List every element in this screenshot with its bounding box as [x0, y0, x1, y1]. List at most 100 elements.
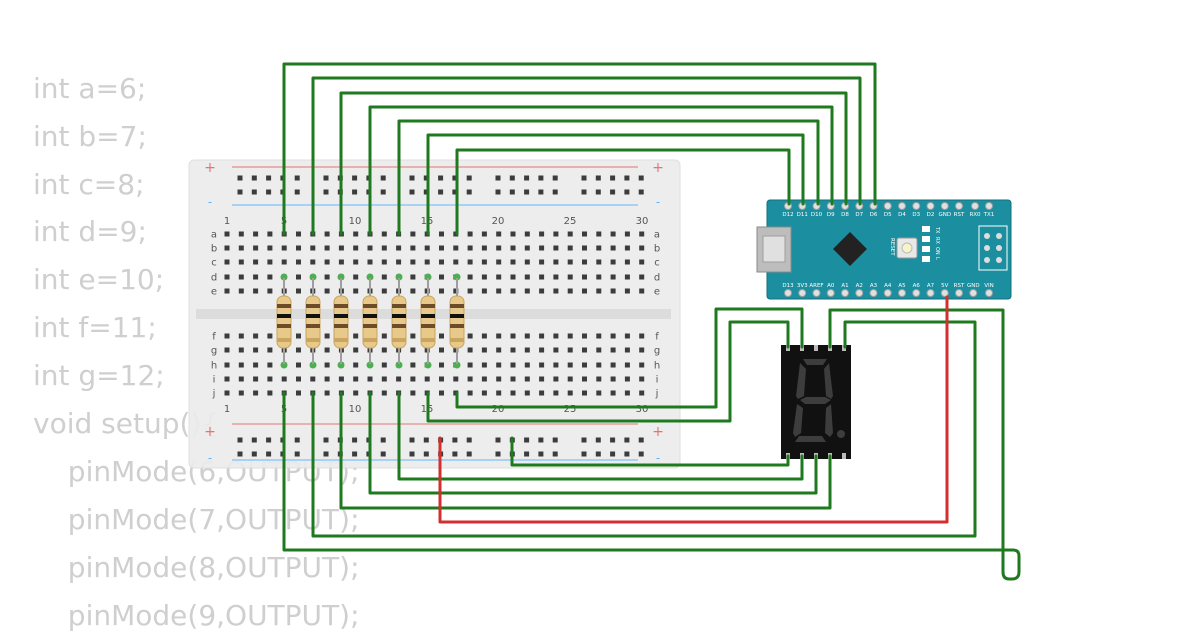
row-letter: g: [654, 346, 660, 357]
pin-label: 5V: [941, 283, 948, 289]
pin-header: [798, 289, 807, 297]
reset-button-cap[interactable]: [901, 242, 913, 254]
pin-header: [926, 289, 935, 297]
wire-signal: [282, 308, 1021, 581]
row-letter: h: [654, 361, 660, 372]
pin-label: VIN: [984, 283, 994, 289]
pin-label: 3V3: [797, 283, 808, 289]
column-number: 20: [492, 404, 505, 415]
pin-header: [883, 289, 892, 297]
pin-label: RX0: [969, 212, 981, 218]
pin-label: GND: [938, 212, 951, 218]
pin-label: A0: [827, 283, 835, 289]
wire-power: [438, 295, 949, 524]
column-number: 10: [349, 404, 362, 415]
code-line: pinMode(7,OUTPUT);: [50, 503, 360, 536]
pin-label: A2: [856, 283, 863, 289]
row-letter: a: [654, 230, 660, 241]
pin-header: [898, 289, 906, 297]
pin-label: D11: [797, 212, 808, 218]
row-letter: b: [654, 244, 660, 255]
pin-header: [969, 289, 978, 297]
column-number: 25: [564, 404, 577, 415]
resistor[interactable]: [449, 278, 465, 364]
resistor[interactable]: [362, 278, 378, 364]
wire-signal: [311, 320, 977, 538]
code-line: int f=11;: [33, 311, 157, 344]
row-letter: c: [654, 258, 660, 269]
pin-label: A1: [841, 283, 848, 289]
pin-header: [869, 289, 878, 297]
pin-header: [971, 202, 979, 210]
led-label: L: [934, 257, 940, 260]
pin-header: [855, 289, 864, 297]
pin-label: A3: [870, 283, 878, 289]
resistor[interactable]: [276, 278, 292, 364]
wire-signal: [311, 76, 862, 236]
wire-signal: [426, 133, 805, 236]
pin-header: [940, 289, 949, 297]
pin-label: D8: [841, 212, 849, 218]
wire-signal: [455, 307, 804, 409]
led-label: ON: [934, 247, 940, 255]
pin-label: D6: [870, 212, 878, 218]
pin-header: [985, 202, 993, 210]
column-number: 1: [224, 216, 230, 227]
column-number: 30: [636, 216, 649, 227]
pin-label: D12: [782, 212, 793, 218]
wire-signal: [368, 391, 818, 495]
pin-header: [826, 289, 835, 297]
rail-minus-tr: -: [656, 195, 660, 209]
rail-minus-tl: -: [208, 195, 212, 209]
wire-signal: [368, 105, 834, 236]
pin-label: A6: [913, 283, 921, 289]
pin-label: A4: [884, 283, 892, 289]
pin-label: D10: [811, 212, 823, 218]
icsp-header: [978, 225, 1008, 271]
resistor[interactable]: [333, 278, 349, 364]
rail-plus-br: +: [652, 424, 664, 440]
led-label: RX: [934, 237, 940, 244]
pin-label: D9: [827, 212, 835, 218]
row-letter: j: [212, 389, 216, 400]
pin-header: [784, 289, 792, 297]
pin-label: GND: [967, 283, 980, 289]
pin-label: D3: [912, 212, 920, 218]
pin-label: TX1: [983, 212, 995, 218]
pin-header: [985, 289, 993, 297]
column-number: 25: [564, 216, 577, 227]
column-number: 20: [492, 216, 505, 227]
row-letter: a: [211, 230, 217, 241]
breadboard-holes: [224, 175, 645, 457]
pin-header: [940, 202, 949, 210]
row-letter: i: [656, 375, 659, 386]
code-line: int e=10;: [33, 263, 165, 296]
pin-header: [912, 289, 921, 297]
rail-minus-bl: -: [208, 451, 212, 465]
display-segments: [793, 359, 845, 442]
resistor[interactable]: [391, 278, 407, 364]
row-letter: h: [211, 361, 217, 372]
code-line: pinMode(8,OUTPUT);: [50, 551, 360, 584]
resistor[interactable]: [305, 278, 321, 364]
pin-header: [955, 202, 963, 210]
row-letter: d: [654, 273, 660, 284]
reset-label: RESET: [889, 238, 895, 256]
rail-plus-tr: +: [652, 160, 664, 176]
pin-label: D4: [898, 212, 906, 218]
code-line: int c=8;: [33, 168, 145, 201]
resistor[interactable]: [420, 278, 436, 364]
pin-header: [955, 289, 963, 297]
pin-header: [812, 289, 821, 297]
seven-segment-display[interactable]: [781, 345, 851, 459]
pin-label: RST: [954, 283, 965, 289]
row-letter: g: [211, 346, 217, 357]
wire-signal: [455, 148, 791, 236]
wire-signal: [397, 391, 804, 481]
code-line: int d=9;: [33, 215, 147, 248]
wire-signal: [339, 391, 832, 510]
